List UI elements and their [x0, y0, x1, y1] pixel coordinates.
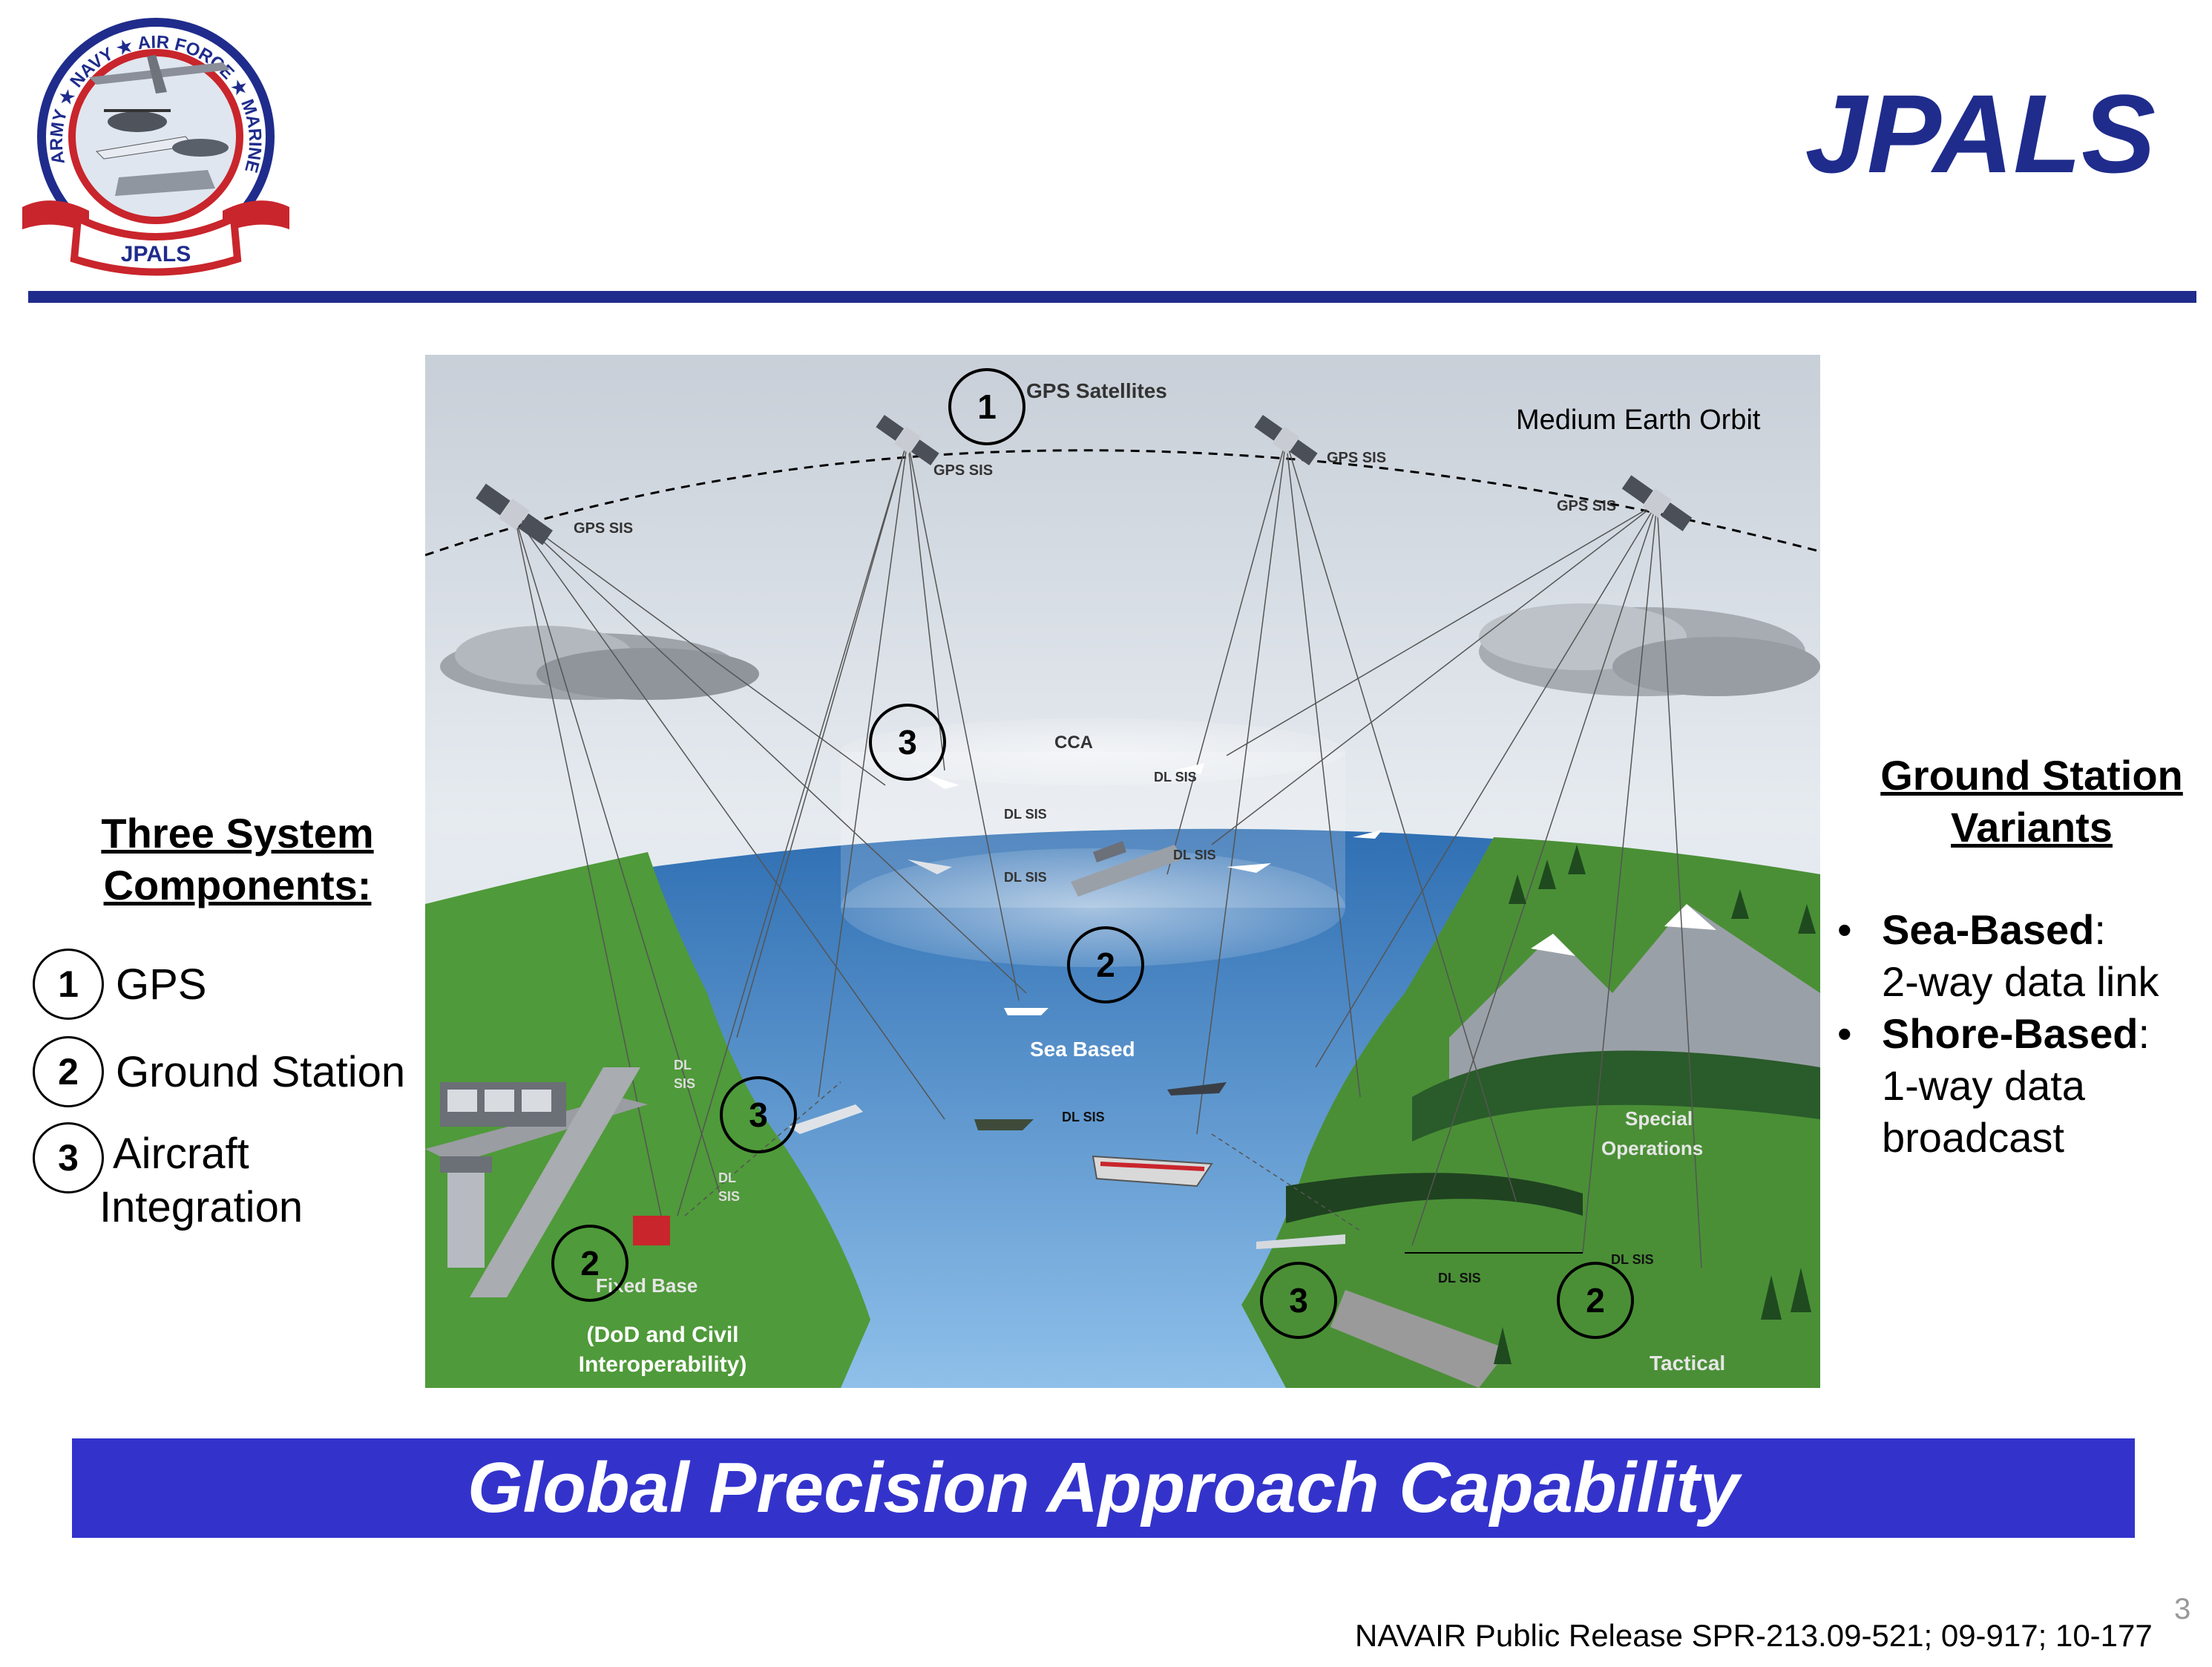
label-operations: Operations	[1601, 1137, 1703, 1159]
page-title: JPALS	[1805, 71, 2156, 196]
component-label: GPS	[116, 960, 207, 1009]
land-left	[425, 852, 870, 1388]
svg-text:1: 1	[977, 387, 997, 426]
orbit-line	[425, 449, 1820, 557]
label-tactical: Tactical	[1650, 1352, 1725, 1375]
component-number: 2	[33, 1036, 104, 1107]
jpals-logo: ARMY ★ NAVY ★ AIR FORCE ★ MARINES JPALS	[7, 10, 289, 276]
label-dl: DL	[718, 1170, 736, 1185]
components-heading-line1: Three System	[101, 810, 374, 857]
label-sis: SIS	[674, 1076, 695, 1091]
label-cca: CCA	[1054, 733, 1093, 753]
svg-text:2: 2	[580, 1244, 600, 1283]
signal-lines	[513, 439, 1702, 1268]
label-dl-sis: DL SIS	[1004, 870, 1047, 885]
variant-description-line2: broadcast	[1882, 1114, 2064, 1161]
label-interoperability: Interoperability)	[579, 1352, 747, 1377]
banner-text: Global Precision Approach Capability	[467, 1448, 1740, 1527]
label-dl-sis: DL SIS	[1154, 770, 1197, 785]
component-number: 1	[33, 949, 104, 1020]
svg-text:2: 2	[1586, 1281, 1605, 1320]
label-dl-sis: DL SIS	[1004, 807, 1047, 822]
components-heading: Three System Components:	[74, 808, 401, 911]
bullet: •	[1837, 1010, 1852, 1057]
variant-shore-based: • Shore-Based: 1-way data broadcast	[1837, 1008, 2208, 1164]
header-divider	[28, 291, 2196, 303]
svg-text:2: 2	[1096, 946, 1115, 984]
label-dl-sis: DL SIS	[1438, 1271, 1481, 1286]
trees	[1494, 845, 1816, 1364]
capability-banner: Global Precision Approach Capability	[72, 1438, 2135, 1538]
variants-heading-line1: Ground Station	[1880, 752, 2183, 799]
variant-colon: :	[2138, 1010, 2150, 1057]
component-number: 3	[33, 1122, 104, 1193]
label-sea-based: Sea Based	[1030, 1038, 1135, 1061]
airfield	[425, 1067, 670, 1297]
variants-list: • Sea-Based: 2-way data link • Shore-Bas…	[1837, 904, 2208, 1164]
logo-banner-text: JPALS	[121, 242, 191, 266]
label-gps-sis: GPS SIS	[1327, 450, 1386, 466]
label-gps-sis: GPS SIS	[933, 462, 993, 479]
variants-heading-line2: Variants	[1951, 804, 2113, 851]
release-notice: NAVAIR Public Release SPR-213.09-521; 09…	[1355, 1618, 2153, 1653]
marker-ground-station-sea: 2	[1067, 926, 1144, 1003]
variants-heading: Ground Station Variants	[1861, 750, 2202, 854]
label-gps-satellites: GPS Satellites	[1026, 379, 1167, 402]
marker-aircraft-tactical: 3	[1260, 1262, 1337, 1339]
svg-text:3: 3	[898, 723, 917, 762]
label-medium-earth-orbit: Medium Earth Orbit	[1516, 405, 1761, 436]
variant-name: Shore-Based	[1882, 1010, 2139, 1057]
svg-text:3: 3	[1289, 1281, 1308, 1320]
label-dod-civil: (DoD and Civil	[586, 1323, 738, 1347]
label-dl-sis: DL SIS	[1173, 848, 1216, 862]
marker-aircraft-cca: 3	[869, 704, 946, 781]
label-special: Special	[1625, 1107, 1693, 1130]
label-dl: DL	[674, 1058, 692, 1072]
variant-sea-based: • Sea-Based: 2-way data link	[1837, 904, 2208, 1008]
component-label: Ground Station	[116, 1048, 406, 1096]
mountains	[1449, 904, 1820, 1097]
marker-aircraft-fixed-base: 3	[720, 1076, 797, 1153]
variant-name: Sea-Based	[1882, 906, 2095, 953]
satellite-icons	[476, 414, 1693, 546]
component-label: Aircraft	[113, 1130, 249, 1178]
label-dl-sis: DL SIS	[1611, 1252, 1654, 1267]
marker-ground-station-tactical: 2	[1557, 1262, 1634, 1339]
bullet: •	[1837, 906, 1852, 953]
components-heading-line2: Components:	[103, 862, 372, 908]
label-gps-sis: GPS SIS	[574, 520, 633, 537]
variant-colon: :	[2094, 906, 2106, 953]
component-label-line2: Integration	[99, 1183, 303, 1231]
variant-description: 2-way data link	[1882, 958, 2159, 1005]
label-dl-sis: DL SIS	[1062, 1110, 1105, 1124]
marker-ground-station-fixed: 2	[551, 1225, 629, 1302]
cca-volume	[841, 718, 1345, 967]
variant-description: 1-way data	[1882, 1062, 2085, 1109]
label-gps-sis: GPS SIS	[1557, 498, 1616, 514]
marker-gps-satellites: 1	[948, 368, 1025, 445]
label-sis: SIS	[718, 1189, 740, 1204]
svg-text:3: 3	[749, 1095, 768, 1134]
jpals-system-diagram: GPS Satellites Medium Earth Orbit GPS SI…	[425, 355, 1820, 1388]
page-number: 3	[2174, 1593, 2191, 1625]
